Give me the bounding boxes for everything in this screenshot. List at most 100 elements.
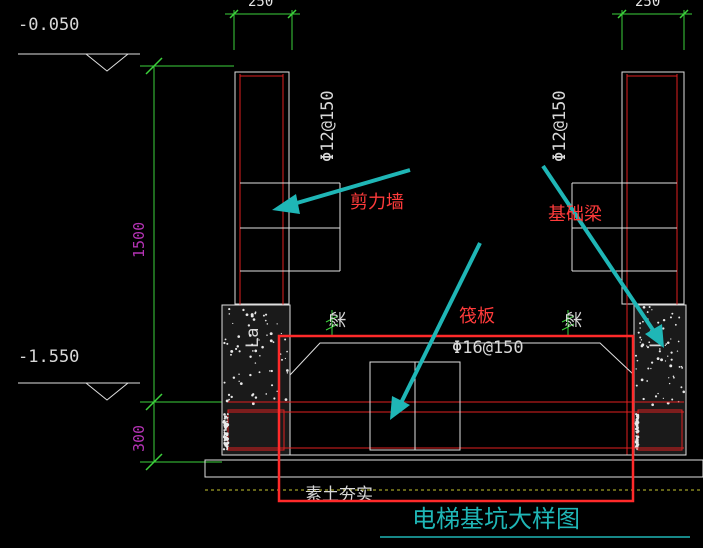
hatch-dot <box>254 362 257 364</box>
hatch-dot <box>674 323 677 326</box>
hatch-dot <box>680 365 683 368</box>
hatch-dot <box>680 386 683 389</box>
raft-slab: Φ16@150 <box>222 338 686 456</box>
hatch-dot <box>284 338 287 341</box>
hatch-dot <box>635 440 638 442</box>
hatch-dot <box>640 339 643 341</box>
hatch-dot <box>226 413 229 415</box>
left-shear-wall: Φ12@150 <box>234 71 341 455</box>
arrow-raft <box>390 242 482 420</box>
hatch-dot <box>642 397 645 401</box>
hatch-dot <box>270 384 274 387</box>
hatch-dot <box>226 425 228 428</box>
hatch-dot <box>228 313 231 315</box>
beam-mark-right: 梁 <box>561 310 585 335</box>
hatch-dot <box>651 403 654 407</box>
hatch-dot <box>230 395 233 399</box>
hatch-dot <box>266 323 269 325</box>
top-dimension-right: 250 <box>612 0 692 50</box>
hatch-dot <box>648 341 651 344</box>
hatch-dot <box>242 308 245 312</box>
arrow-foundation-beam <box>541 164 664 348</box>
hatch-dot <box>225 438 229 442</box>
hatch-dot <box>223 381 226 384</box>
hatch-dot <box>669 316 672 319</box>
hatch-dot <box>654 395 658 398</box>
hatch-dot <box>258 339 260 341</box>
dim-300-text: 300 <box>130 425 148 452</box>
hatch-dot <box>678 365 681 368</box>
hatch-dot <box>257 337 259 340</box>
hatch-dot <box>636 421 640 424</box>
hatch-dot <box>248 334 252 337</box>
hatch-dot <box>266 334 268 336</box>
elevation-bottom-text: -1.550 <box>18 347 79 367</box>
hatch-dot <box>639 336 642 339</box>
hatch-dot <box>636 430 639 434</box>
hatch-dot <box>251 402 255 406</box>
hatch-dot <box>261 345 264 349</box>
hatch-dot <box>249 355 252 358</box>
hatch-dot <box>637 331 640 334</box>
hatch-dot <box>635 413 638 416</box>
elevation-top-mark: -0.050 <box>18 15 140 72</box>
hatch-dot <box>236 345 239 348</box>
hatch-dot <box>269 370 271 372</box>
hatch-dot <box>650 367 652 370</box>
hatch-dot <box>223 417 226 419</box>
hatch-dot <box>637 419 639 422</box>
dim-1500-text: 1500 <box>130 222 148 258</box>
hatch-dot <box>232 322 234 325</box>
hatch-dot <box>247 324 251 327</box>
arrow-shear-wall <box>272 168 411 214</box>
hatch-dot <box>662 327 665 330</box>
hatch-dot <box>225 399 229 403</box>
hatch-dot <box>223 341 226 345</box>
hatch-dot <box>642 320 644 323</box>
hatch-dot <box>222 420 226 424</box>
hatch-dot <box>259 354 261 357</box>
hatch-dot <box>646 380 649 382</box>
hatch-dot <box>226 418 228 420</box>
hatch-dot <box>636 426 639 430</box>
hatch-dot <box>223 426 226 428</box>
hatch-dot <box>635 418 638 421</box>
hatch-dot <box>226 416 229 419</box>
hatch-dot <box>272 341 275 344</box>
hatch-dot <box>668 382 671 385</box>
hatch-dot <box>262 314 265 317</box>
hatch-dot <box>225 415 227 418</box>
hatch-dot <box>681 367 684 369</box>
hatch-dot <box>252 350 254 352</box>
label-foundation-beam: 基础梁 <box>548 204 602 225</box>
hatch-dot <box>286 369 289 372</box>
hatch-dot <box>648 305 651 309</box>
hatch-dot <box>677 340 680 343</box>
hatch-dot <box>226 434 228 437</box>
hatch-dot <box>230 353 232 356</box>
rebar-right-wall-text: Φ12@150 <box>550 90 570 162</box>
hatch-dot <box>281 358 283 361</box>
hatch-dot <box>224 338 227 341</box>
hatch-dot <box>250 313 254 317</box>
hatch-dot <box>249 373 252 377</box>
label-shear-wall: 剪力墙 <box>350 192 404 213</box>
hatch-dot <box>678 316 681 319</box>
hatch-dot <box>232 376 236 379</box>
hatch-dot <box>636 440 639 443</box>
hatch-dot <box>228 398 230 401</box>
hatch-dot <box>639 322 642 325</box>
hatch-dot <box>254 312 257 315</box>
hatch-dot <box>651 309 653 311</box>
hatch-dot <box>269 339 273 343</box>
dim-top-left-text: 250 <box>248 0 273 10</box>
hatch-dot <box>264 319 267 322</box>
hatch-dot <box>226 432 229 436</box>
hatch-dot <box>640 378 644 382</box>
hatch-dot <box>265 313 268 316</box>
hatch-dot <box>670 358 673 361</box>
hatch-dot <box>682 390 686 394</box>
beam-mark-left-text: 梁 <box>329 311 349 328</box>
dim-top-right-text: 250 <box>635 0 660 10</box>
